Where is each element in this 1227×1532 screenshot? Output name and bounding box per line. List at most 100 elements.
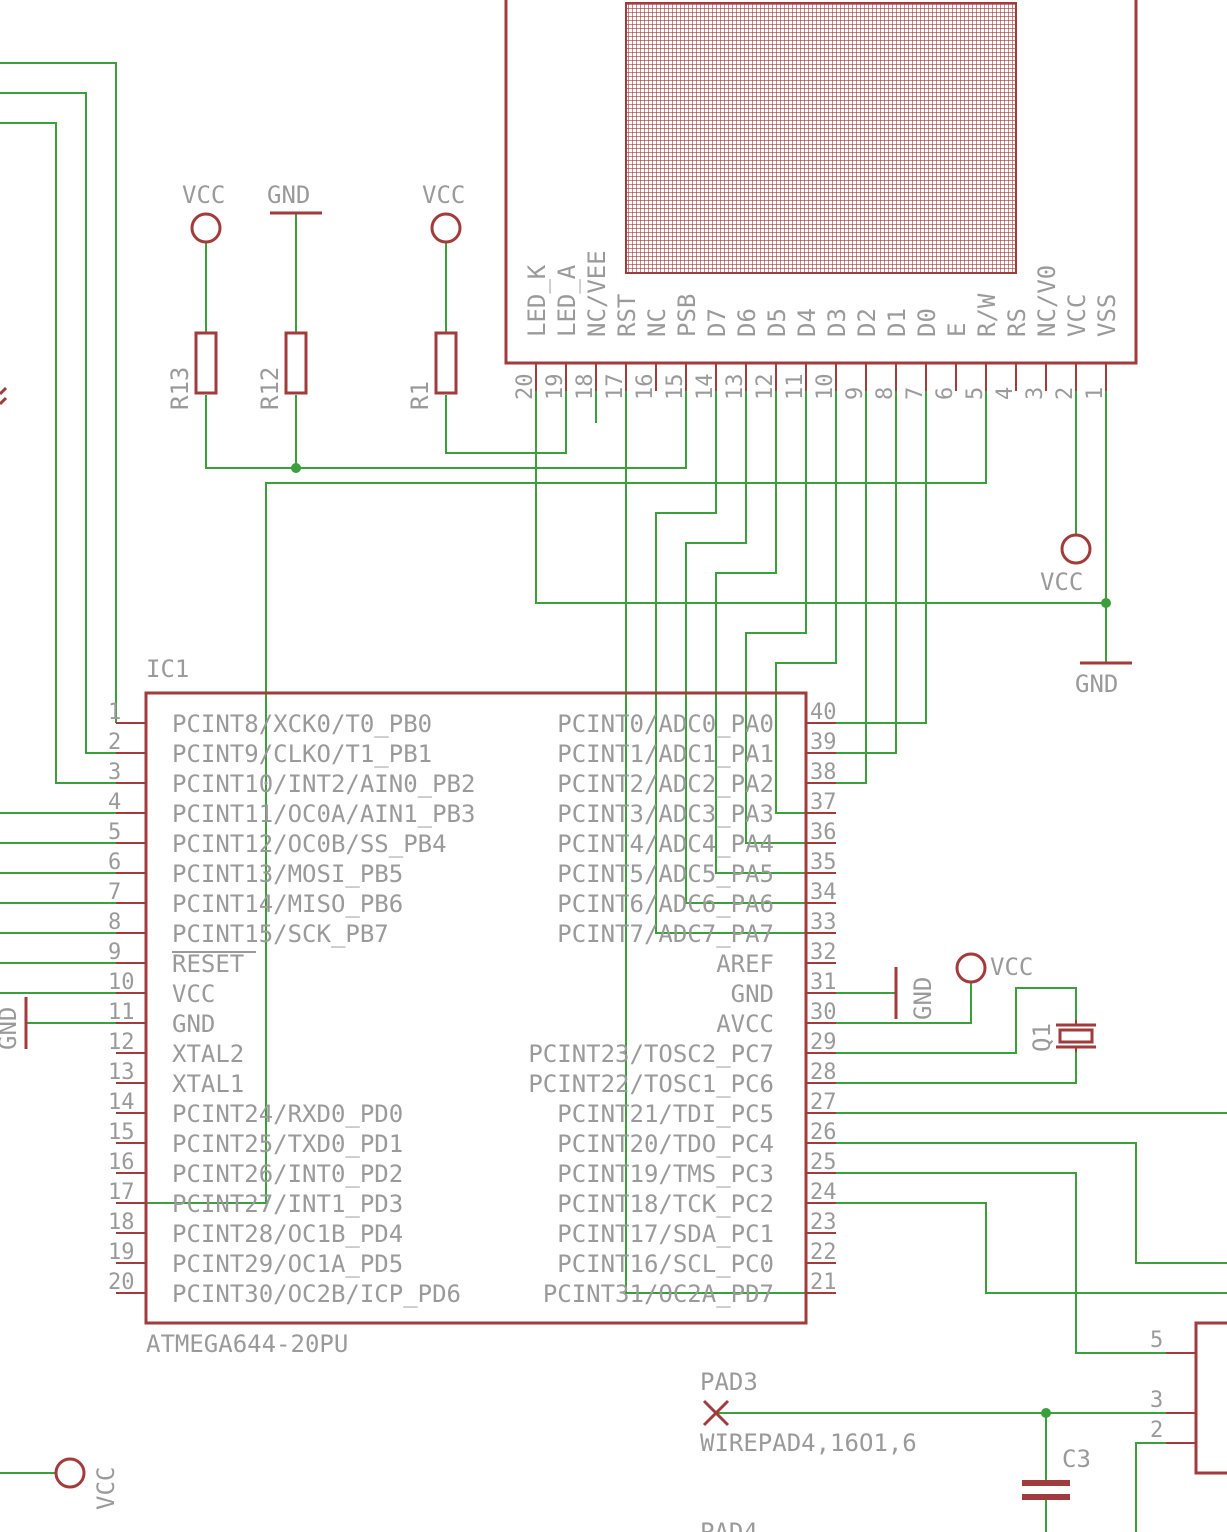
lcd-pin-label: D2: [853, 308, 881, 337]
ic-pin-num: 15: [108, 1120, 135, 1145]
ic-pin-num: 27: [810, 1090, 837, 1115]
ic-pin-num: 10: [108, 970, 135, 995]
ic-pin-label: PCINT4/ADC4_PA4: [557, 830, 774, 858]
ic-pin-num: 31: [810, 970, 837, 995]
ic-pin-num: 14: [108, 1090, 135, 1115]
lcd-pin-label: R/W: [973, 293, 1001, 337]
wire-ledk-gnd: [535, 391, 1106, 604]
ic-pin-label: PCINT2/ADC2_PA2: [557, 770, 774, 798]
lcd-pin-label: LED_K: [523, 264, 551, 337]
wire-tdo: [836, 1142, 1227, 1264]
ic-pin-label: PCINT5/ADC5_PA5: [557, 860, 774, 888]
vcc-circle: [54, 1457, 86, 1489]
ic-pin-label: PCINT12/OC0B/SS_PB4: [172, 830, 447, 858]
ic-pin-num: 36: [810, 820, 837, 845]
lcd-pin-num: 11: [783, 374, 808, 401]
pad3-value: WIREPAD4,16O1,6: [700, 1429, 917, 1457]
r1-body: [434, 331, 458, 395]
lcd-pin-num: 3: [1023, 387, 1048, 400]
ic-pin-num: 21: [810, 1270, 837, 1295]
ic-pin-num: 32: [810, 940, 837, 965]
gnd-symbol-pin31: GND: [894, 967, 937, 1020]
lcd-pin-label: RST: [613, 294, 641, 337]
lcd-pin-num: 7: [903, 387, 928, 400]
ic1-name: IC1: [146, 655, 189, 683]
ic-pin-num: 40: [810, 700, 837, 725]
wire-d7: [655, 391, 836, 934]
ic-pin-num: 25: [810, 1150, 837, 1175]
ic-pin-num: 3: [108, 760, 121, 785]
lcd-pin-label: RS: [1003, 308, 1031, 337]
lcd-pin-num: 15: [663, 374, 688, 401]
junction-pad3: [1041, 1408, 1051, 1418]
ic-pin-num: 17: [108, 1180, 135, 1205]
lcd-pin-label: LED_A: [553, 264, 581, 337]
ic-pin-label: PCINT17/SDA_PC1: [557, 1220, 774, 1248]
gnd-label: GND: [267, 181, 310, 209]
vcc-label: VCC: [92, 1467, 120, 1510]
lcd-pin-num: 14: [693, 374, 718, 401]
ic-pin-num: 24: [810, 1180, 837, 1205]
vcc-symbol-pin30: VCC: [955, 952, 1033, 984]
ic-pin-num: 16: [108, 1150, 135, 1175]
ic-pin-label: PCINT1/ADC1_PA1: [557, 740, 774, 768]
wire-pd3-rw: [116, 391, 987, 1204]
ic1-value: ATMEGA644-20PU: [146, 1330, 348, 1358]
pad4-name: PAD4: [700, 1518, 758, 1532]
lcd-pin-num: 20: [513, 374, 538, 401]
ic-pin-num: 19: [108, 1240, 135, 1265]
lcd-pin-num: 8: [873, 387, 898, 400]
lcd-pin-label: NC/VEE: [583, 250, 611, 337]
lcd-pin-label: D3: [823, 308, 851, 337]
ic-pin-num: 34: [810, 880, 837, 905]
ic-pin-label: GND: [172, 1010, 215, 1038]
ic-pin-label: PCINT13/MOSI_PB5: [172, 860, 403, 888]
vcc-label: VCC: [182, 181, 225, 209]
lcd-pin-label: D5: [763, 308, 791, 337]
vcc-label: VCC: [990, 953, 1033, 981]
wire-tms: [836, 1172, 1196, 1354]
ic-pin-label: PCINT26/INT0_PD2: [172, 1160, 403, 1188]
ic-pin-label: PCINT27/INT1_PD3: [172, 1190, 403, 1218]
r12-name: R12: [256, 367, 284, 410]
ic-pin-label: AREF: [716, 950, 774, 978]
lcd-pin-num: 4: [993, 387, 1018, 400]
wire-d0: [836, 391, 927, 724]
gnd-label: GND: [1075, 670, 1118, 698]
lcd-screen: [625, 2, 1017, 274]
gnd-symbol-lcd: GND: [1075, 661, 1132, 698]
gnd-label: GND: [909, 977, 937, 1020]
vcc-symbol-lcd: VCC: [1040, 533, 1092, 596]
lcd-pin-label: VCC: [1063, 294, 1091, 337]
capacitor-c3: C3: [1022, 1445, 1091, 1500]
ic-pin-label: RESET: [172, 950, 244, 978]
wire-d1: [836, 391, 897, 754]
ic-pin-label: PCINT14/MISO_PB6: [172, 890, 403, 918]
ic-pin-num: 26: [810, 1120, 837, 1145]
ic-pin-label: PCINT8/XCK0/T0_PB0: [172, 710, 432, 738]
c3-plate-bottom: [1022, 1494, 1070, 1500]
wire-xtal2: [836, 987, 1077, 1054]
ic-pin-num: 20: [108, 1270, 135, 1295]
ic-pin-label: PCINT31/OC2A_PD7: [543, 1280, 774, 1308]
ic-pin-num: 22: [810, 1240, 837, 1265]
ic-pin-label: PCINT19/TMS_PC3: [557, 1160, 774, 1188]
vcc-circle: [955, 952, 987, 984]
ic-pin-num: 7: [108, 880, 121, 905]
ic-pin-num: 38: [810, 760, 837, 785]
wire-pb1: [0, 92, 116, 754]
ic-pin-num: 18: [108, 1210, 135, 1235]
lcd-pin-label: D1: [883, 308, 911, 337]
ic-pin-num: 6: [108, 850, 121, 875]
resistor-r12: R12: [256, 331, 308, 410]
pad3-x-icon: [702, 1399, 730, 1427]
wire-d3: [775, 391, 837, 814]
wires: [0, 62, 1227, 1532]
ic-pin-num: 29: [810, 1030, 837, 1055]
ic-pin-num: 9: [108, 940, 121, 965]
ic-pin-label: AVCC: [716, 1010, 774, 1038]
junction-gnd-bus: [1101, 598, 1111, 608]
wire-tck: [836, 1202, 1227, 1294]
